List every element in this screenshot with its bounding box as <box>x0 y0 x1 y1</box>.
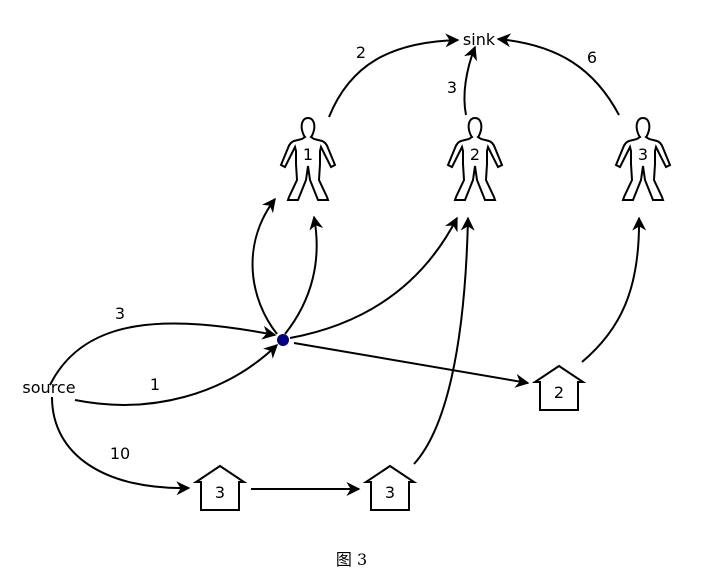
sink-label: sink <box>463 30 496 49</box>
edge-hub-to-person-2 <box>289 216 458 339</box>
edge-house-3b-to-person-2 <box>413 216 475 465</box>
edge-person-1-to-sink <box>328 33 460 118</box>
edge-person-2-to-sink <box>463 45 477 116</box>
edge-label-source-house: 10 <box>110 444 130 463</box>
person-node-2: 2 <box>447 117 503 201</box>
house-node-bottom-mid: 3 <box>365 465 415 511</box>
house-node-bottom-left: 3 <box>195 465 245 511</box>
edge-label-person2-sink: 3 <box>447 78 457 97</box>
edge-person-3-to-sink <box>496 33 620 116</box>
person-1-label: 1 <box>303 145 313 164</box>
edges <box>49 33 647 496</box>
person-2-label: 2 <box>470 145 480 164</box>
edge-hub-to-house-2 <box>293 342 530 388</box>
edge-label-person3-sink: 6 <box>587 48 597 67</box>
edge-hub-to-person-1-right <box>284 215 324 335</box>
edge-source-to-hub-top <box>49 322 277 386</box>
flow-network-diagram: 1 2 3 2 3 3 sink source 3 1 10 2 3 <box>22 30 671 511</box>
edge-label-person1-sink: 2 <box>356 43 366 62</box>
person-3-label: 3 <box>638 145 648 164</box>
edge-source-to-hub-bottom <box>74 344 279 406</box>
edge-label-source-hub-top: 3 <box>115 304 125 323</box>
edge-house-2-to-person-3 <box>581 216 647 363</box>
house-right-label: 2 <box>554 383 564 402</box>
edge-source-to-house-3a <box>51 396 191 496</box>
figure-caption: 图 3 <box>335 550 368 569</box>
edge-hub-to-person-1-left <box>251 197 278 335</box>
edge-label-source-hub-bottom: 1 <box>150 375 160 394</box>
house-bottom-left-label: 3 <box>215 483 225 502</box>
hub-node <box>277 334 289 346</box>
person-node-3: 3 <box>615 117 671 201</box>
source-label: source <box>22 378 75 397</box>
person-node-1: 1 <box>280 117 336 201</box>
house-node-right: 2 <box>534 365 584 411</box>
house-bottom-mid-label: 3 <box>385 483 395 502</box>
